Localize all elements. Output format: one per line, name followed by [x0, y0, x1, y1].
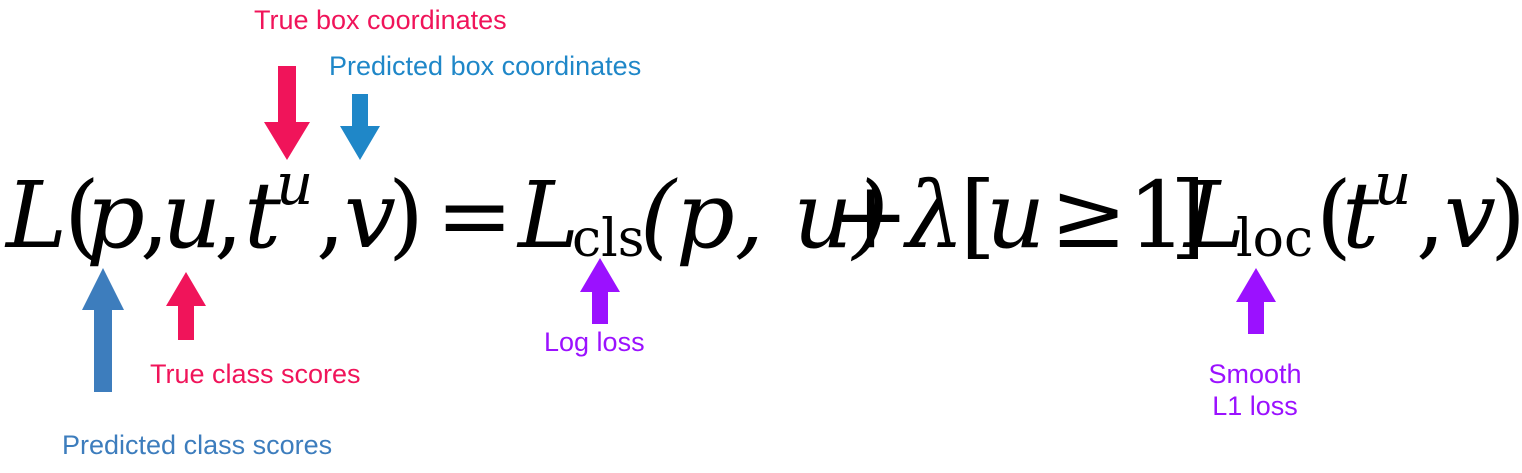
indicator-u-variable: u [986, 162, 1045, 269]
smooth-l1-loss-label: Smooth L1 loss [1208, 358, 1301, 422]
lhs-p-variable: p [86, 162, 145, 269]
lhs-open-paren: ( [64, 162, 100, 269]
cls-arguments: (p, u) [640, 162, 888, 269]
loc-t-variable: t [1342, 162, 1380, 269]
true-class-scores-label: True class scores [150, 359, 361, 389]
lhs-loss-symbol: L [4, 162, 67, 269]
lhs-v-variable: v [344, 162, 396, 269]
smooth-l1-arrow [1236, 268, 1276, 334]
geq-sign: ≥ [1050, 162, 1127, 269]
l1-loss-label-line: L1 loss [1212, 391, 1298, 421]
loc-subscript: loc [1236, 209, 1313, 269]
cls-subscript: cls [572, 209, 644, 269]
lhs-t-variable: t [244, 162, 282, 269]
equals-sign: = [436, 162, 513, 269]
true-box-arrow [264, 66, 310, 160]
loc-close-paren: ) [1490, 162, 1522, 269]
loc-loss-symbol: L [1182, 162, 1245, 269]
lhs-comma-2: , [214, 162, 243, 269]
lambda-symbol: λ [902, 162, 964, 269]
loc-v-variable: v [1444, 162, 1496, 269]
indicator-close-bracket: ] [1170, 162, 1206, 269]
loc-comma: , [1416, 162, 1445, 269]
plus-sign: + [832, 162, 909, 269]
true-class-arrow [166, 272, 206, 340]
predicted-box-arrow [340, 94, 380, 160]
log-loss-label: Log loss [544, 327, 645, 357]
lhs-t-superscript: u [276, 150, 313, 218]
cls-loss-symbol: L [516, 162, 579, 269]
predicted-class-scores-label: Predicted class scores [62, 430, 333, 460]
predicted-class-arrow [82, 268, 124, 392]
lhs-u-variable: u [162, 162, 221, 269]
lhs-comma-3: , [316, 162, 345, 269]
true-box-coordinates-label: True box coordinates [254, 5, 507, 35]
log-loss-arrow [580, 258, 620, 324]
lhs-close-paren: ) [388, 162, 424, 269]
smooth-label-line: Smooth [1208, 359, 1302, 389]
lhs-comma-1: , [140, 162, 169, 269]
indicator-one: 1 [1128, 162, 1187, 269]
predicted-box-coordinates-label: Predicted box coordinates [329, 51, 642, 81]
indicator-open-bracket: [ [960, 162, 996, 269]
loc-t-superscript: u [1374, 150, 1411, 218]
loc-open-paren: ( [1316, 162, 1352, 269]
